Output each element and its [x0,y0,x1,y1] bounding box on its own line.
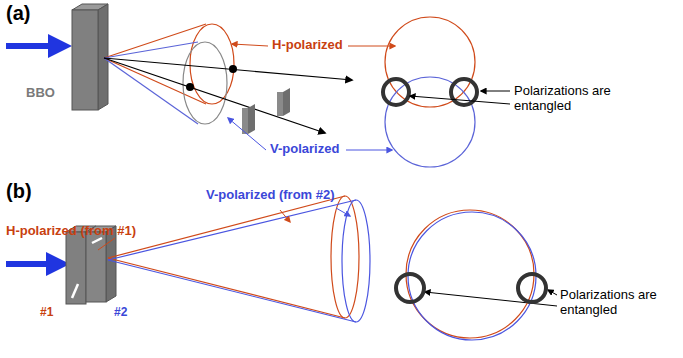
bbo-crystal [72,284,78,298]
photon-beam [229,65,237,73]
h-cone [104,58,206,104]
leader-line [481,91,510,92]
leader-line [346,150,392,151]
entanglement-note: Polarizations are entangled [560,288,680,318]
leader-line [336,208,350,216]
entanglement-note: Polarizations are entangled [514,84,634,114]
h-cone [108,258,345,318]
v-cone [108,260,356,322]
photon-beam [186,83,194,91]
bbo-crystal [72,10,98,110]
compensator-plate [242,88,290,134]
v-cone [108,200,370,322]
leader-line [348,46,395,47]
v-cone [104,42,227,124]
compensator-plate [283,88,290,116]
polarization-label: V-polarized [270,142,339,157]
leader-line [410,96,510,104]
bbo-crystal [92,238,102,243]
crystal-number: #1 [40,306,53,320]
crystal-number: #2 [114,306,127,320]
photon-beam [104,58,325,133]
v-cone [108,200,356,260]
leader-line [98,238,115,250]
panel-label: (b) [6,180,32,203]
entangled-spot [396,274,424,302]
v-cone [183,42,227,124]
h-cone [108,196,345,258]
h-cone [190,24,234,104]
entangled-spot [383,79,409,105]
leader-line [280,210,290,222]
v-cone [342,200,370,322]
photon-beam [104,58,352,133]
photon-beam [104,58,352,80]
compensator-plate [248,104,255,134]
v-ring [408,212,536,340]
v-cone [104,42,198,58]
leader-line [232,44,268,46]
leader-line [98,208,557,306]
bbo-crystal [72,4,108,110]
bbo-crystal [66,232,86,304]
polarization-label: H-polarized [272,38,343,53]
v-ring [385,77,475,167]
polarization-label: V-polarized (from #2) [206,188,335,203]
panel-label: (a) [6,2,30,25]
leader-line [228,44,510,150]
crystal-label: BBO [26,86,55,101]
bbo-crystal [86,232,106,302]
leader-line [228,118,266,150]
polarization-label: H-polarized (from #1) [6,224,136,239]
h-cone [108,196,359,318]
pump-beam [6,261,58,267]
pump-beam [6,43,60,49]
entangled-spot [518,274,546,302]
compensator-plate [277,92,283,116]
leader-line [548,290,557,295]
h-ring [385,17,475,107]
